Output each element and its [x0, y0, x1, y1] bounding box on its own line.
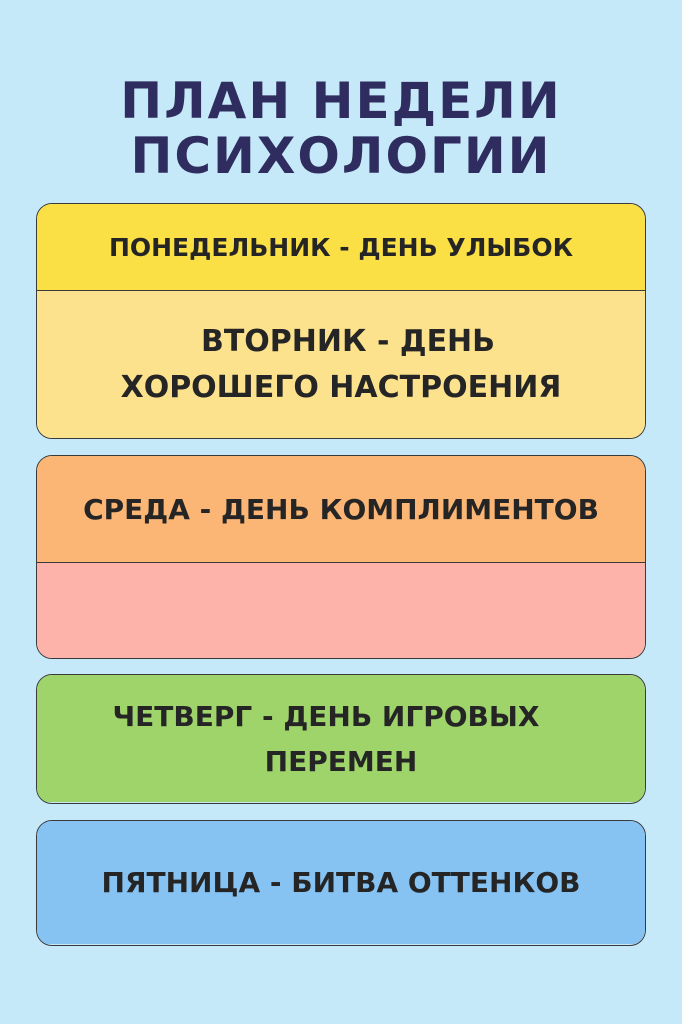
monday-block: ПОНЕДЕЛЬНИК - ДЕНЬ УЛЫБОК: [37, 204, 645, 290]
card-thursday: ЧЕТВЕРГ - ДЕНЬ ИГРОВЫХ ПЕРЕМЕН: [36, 674, 646, 804]
thursday-block: ЧЕТВЕРГ - ДЕНЬ ИГРОВЫХ ПЕРЕМЕН: [37, 675, 645, 802]
tuesday-text-line-2: ХОРОШЕГО НАСТРОЕНИЯ: [120, 369, 562, 405]
thursday-text-line-1: ЧЕТВЕРГ - ДЕНЬ ИГРОВЫХ: [112, 699, 540, 733]
tuesday-block: ВТОРНИК - ДЕНЬ ХОРОШЕГО НАСТРОЕНИЯ: [37, 290, 645, 438]
poster-title-line-2: ПСИХОЛОГИИ: [130, 127, 552, 185]
wednesday-block: СРЕДА - ДЕНЬ КОМПЛИМЕНТОВ: [37, 456, 645, 562]
thursday-text-line-2: ПЕРЕМЕН: [264, 744, 418, 778]
card-monday-tuesday: ПОНЕДЕЛЬНИК - ДЕНЬ УЛЫБОК ВТОРНИК - ДЕНЬ…: [36, 203, 646, 439]
wednesday-empty-block: [37, 562, 645, 658]
tuesday-text-line-1: ВТОРНИК - ДЕНЬ: [200, 323, 496, 359]
friday-text: ПЯТНИЦА - БИТВА ОТТЕНКОВ: [101, 866, 581, 899]
friday-block: ПЯТНИЦА - БИТВА ОТТЕНКОВ: [37, 821, 645, 944]
card-wednesday: СРЕДА - ДЕНЬ КОМПЛИМЕНТОВ: [36, 455, 646, 659]
wednesday-text: СРЕДА - ДЕНЬ КОМПЛИМЕНТОВ: [83, 492, 599, 526]
card-friday: ПЯТНИЦА - БИТВА ОТТЕНКОВ: [36, 820, 646, 946]
monday-text: ПОНЕДЕЛЬНИК - ДЕНЬ УЛЫБОК: [108, 232, 574, 262]
poster-title-line-1: ПЛАН НЕДЕЛИ: [120, 72, 562, 130]
